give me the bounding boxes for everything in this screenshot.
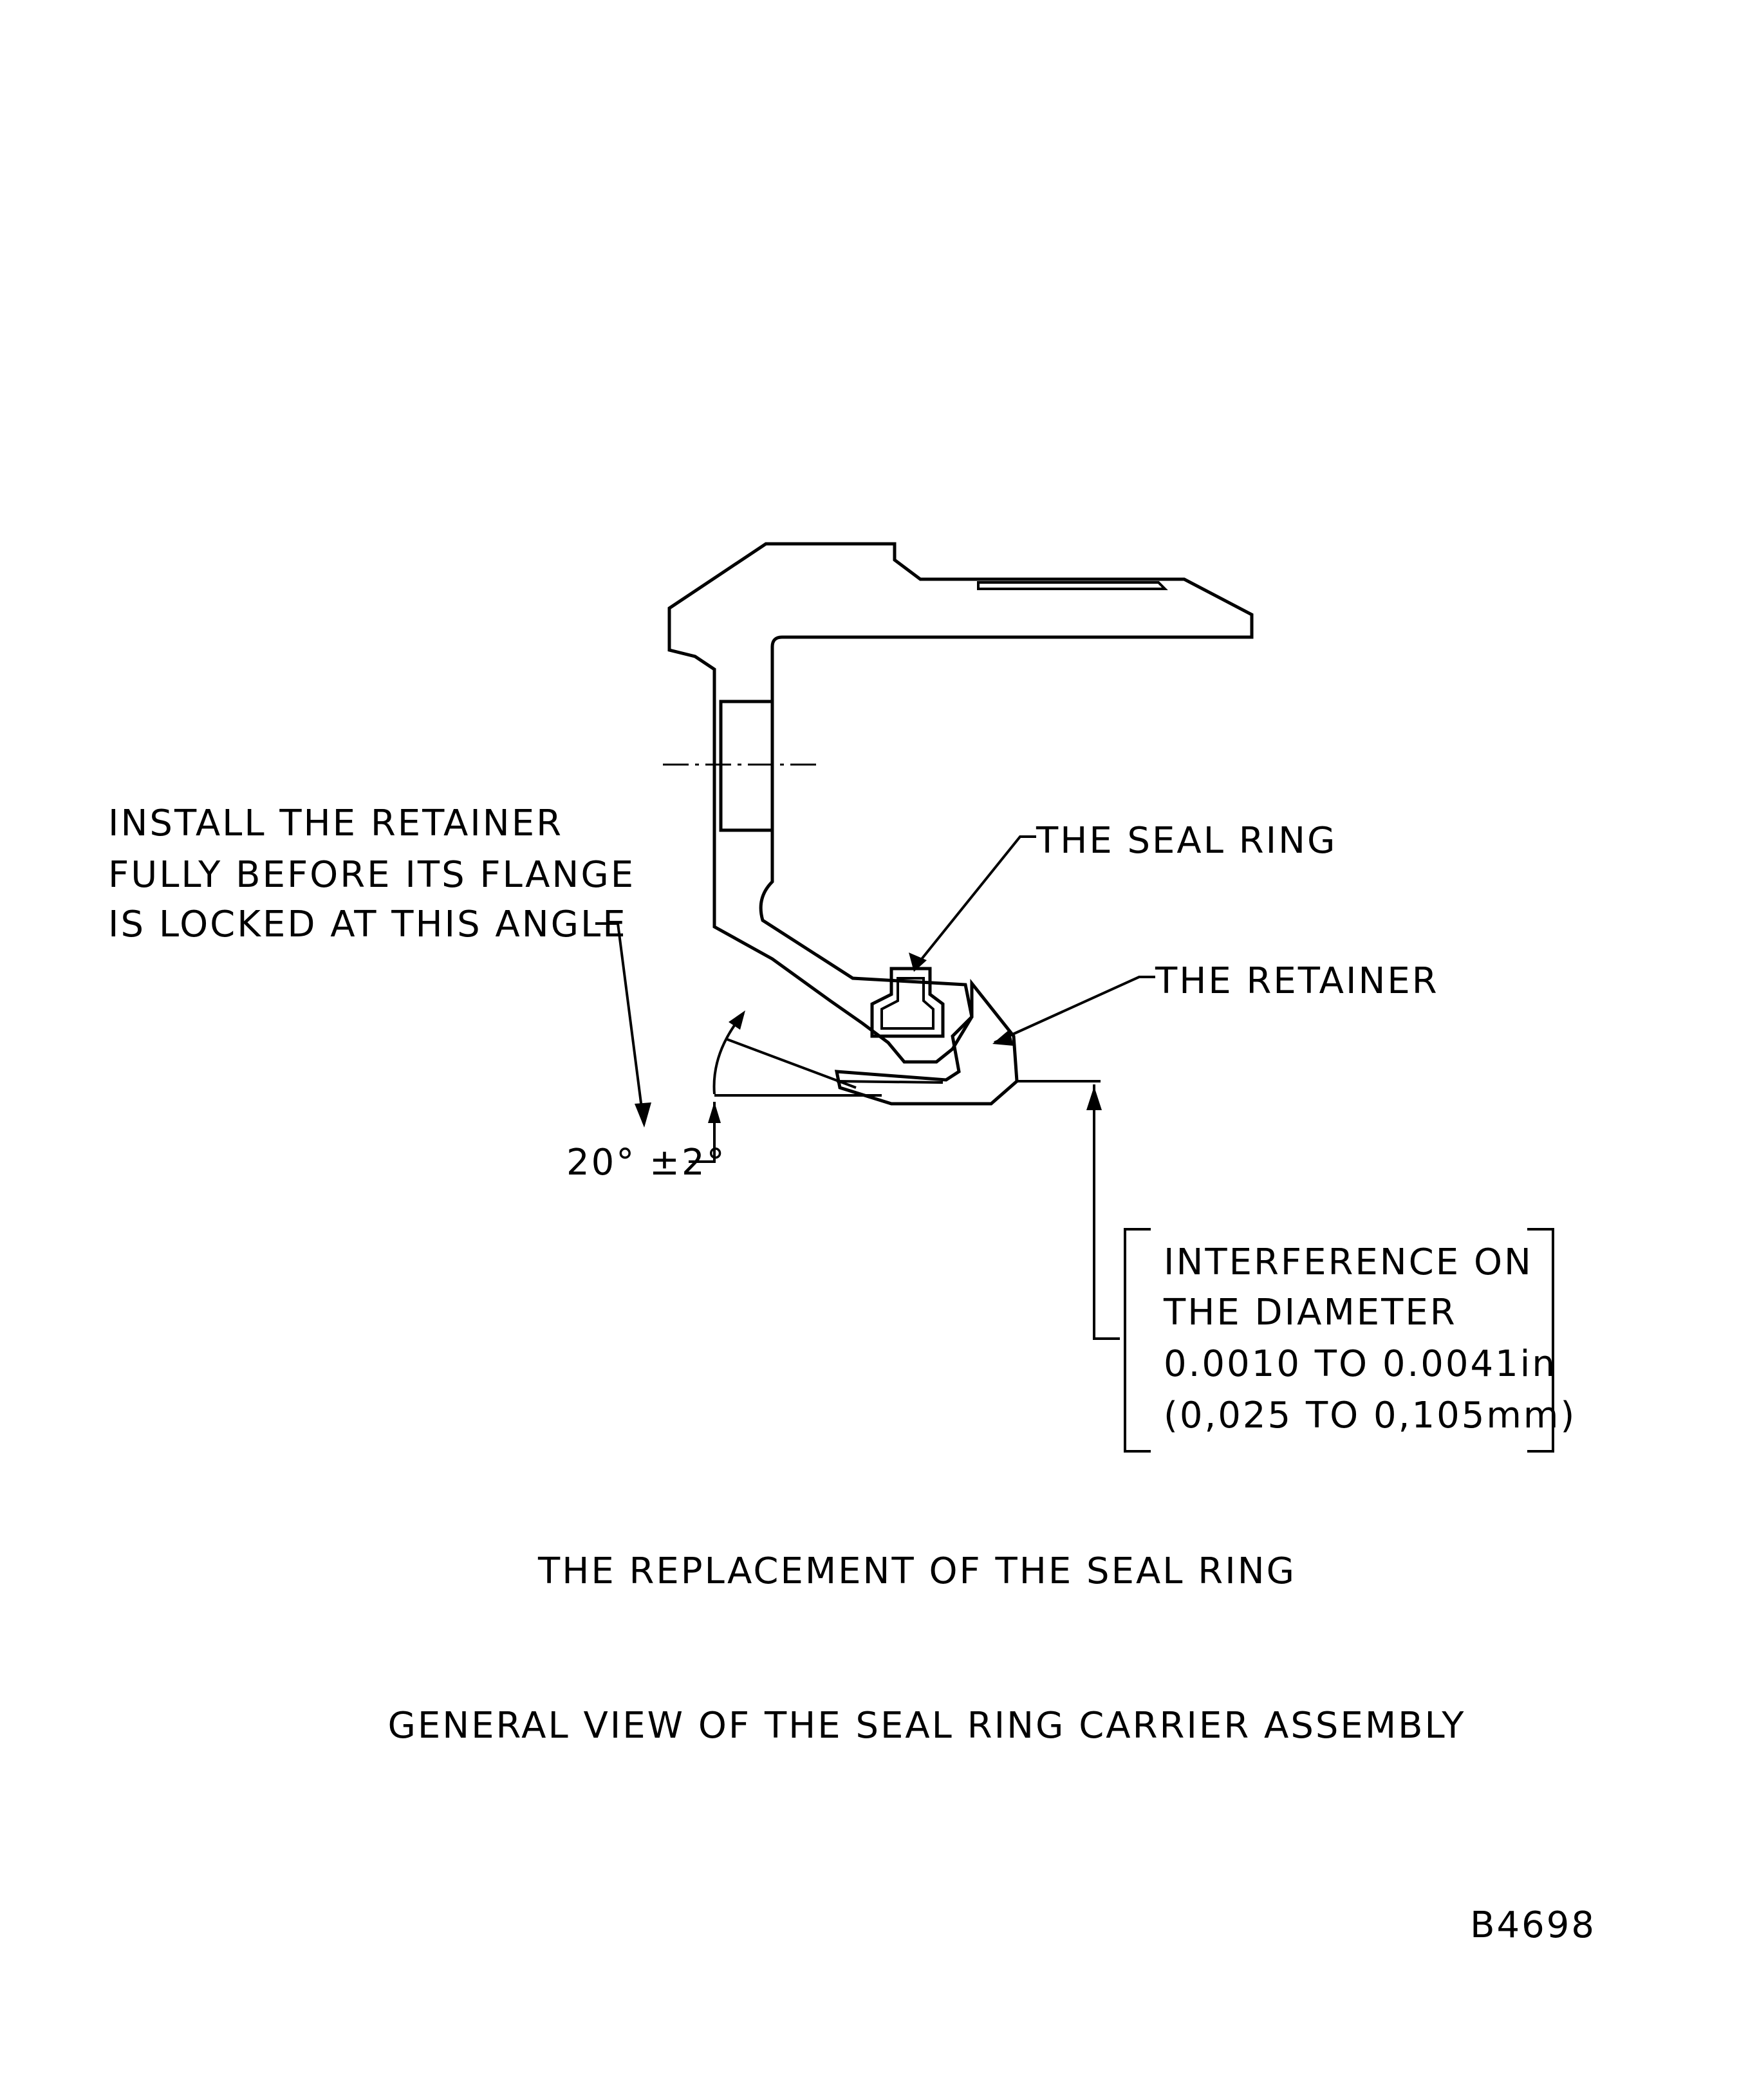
interference-line-3: 0.0010 TO 0.0041in	[1164, 1343, 1557, 1385]
seal-ring	[870, 967, 945, 1038]
install-note-leader	[595, 922, 651, 1128]
retainer-label: THE RETAINER	[1155, 960, 1439, 1002]
caption-subtitle: GENERAL VIEW OF THE SEAL RING CARRIER AS…	[387, 1705, 1465, 1747]
interference-line-2: THE DIAMETER	[1163, 1292, 1457, 1333]
retainer	[834, 978, 1019, 1106]
interference-bracket	[1124, 1228, 1554, 1453]
install-note-line-3: IS LOCKED AT THIS ANGLE	[108, 904, 628, 945]
interference-line-1: INTERFERENCE ON	[1164, 1241, 1533, 1283]
figure-id: B4698	[1470, 1904, 1596, 1946]
seal-ring-label: THE SEAL RING	[1036, 820, 1337, 862]
seal-ring-leader	[909, 835, 1036, 972]
retainer-leader	[992, 976, 1155, 1046]
carrier-body	[663, 542, 1254, 1064]
angle-dimension	[689, 1010, 882, 1163]
caption-title: THE REPLACEMENT OF THE SEAL RING	[537, 1550, 1296, 1592]
interference-line-4: (0,025 TO 0,105mm)	[1164, 1395, 1576, 1436]
angle-label: 20° ±2°	[566, 1142, 727, 1184]
install-note-line-1: INSTALL THE RETAINER	[108, 803, 563, 844]
interference-leader	[1017, 1080, 1120, 1340]
install-note-line-2: FULLY BEFORE ITS FLANGE	[108, 854, 635, 896]
